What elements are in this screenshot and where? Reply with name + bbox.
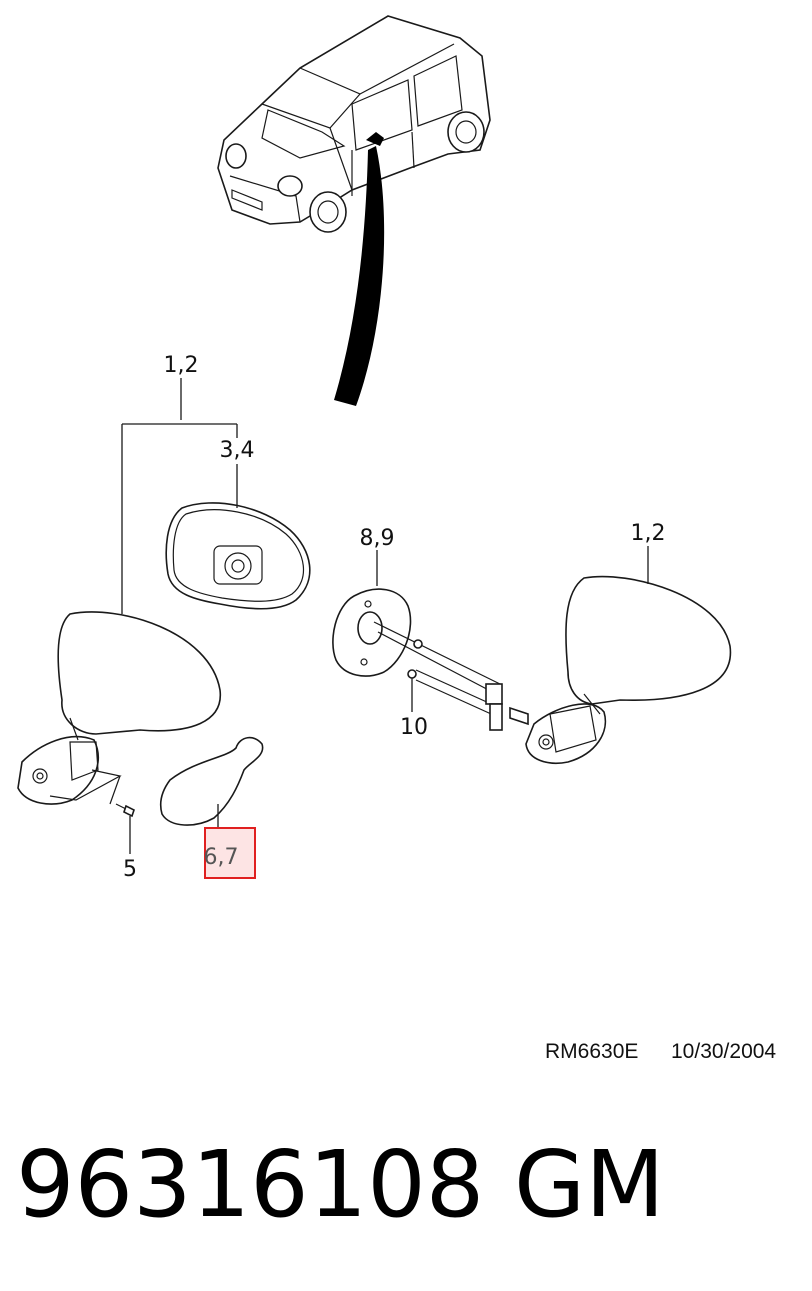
- callout-nut: 10: [400, 715, 428, 740]
- callout-mirror-glass: 3,4: [220, 438, 255, 463]
- part-number: 96316108: [16, 1131, 484, 1238]
- right-mirror-assembly: [525, 575, 732, 764]
- left-mirror-assembly: [17, 611, 221, 805]
- mirror-glass: [165, 502, 311, 610]
- screw: [115, 803, 135, 818]
- leader-lines: [121, 378, 649, 854]
- highlight-box: [204, 827, 256, 879]
- callout-cover: 6,7: [204, 845, 239, 870]
- callout-screw: 5: [123, 857, 137, 882]
- reference-code: RM6630E: [545, 1040, 638, 1063]
- callout-right-mirror-assy: 1,2: [631, 521, 666, 546]
- callout-left-mirror-assy: 1,2: [164, 353, 199, 378]
- reference-date: 10/30/2004: [671, 1040, 776, 1063]
- mirror-cover: [159, 736, 264, 826]
- callout-gasket: 8,9: [360, 526, 395, 551]
- gasket: [332, 588, 412, 677]
- pointer-arrow: [334, 146, 385, 406]
- car-illustration: [217, 15, 491, 233]
- brand-name: GM: [514, 1131, 665, 1238]
- highlighted-callout: 6,7: [204, 827, 256, 879]
